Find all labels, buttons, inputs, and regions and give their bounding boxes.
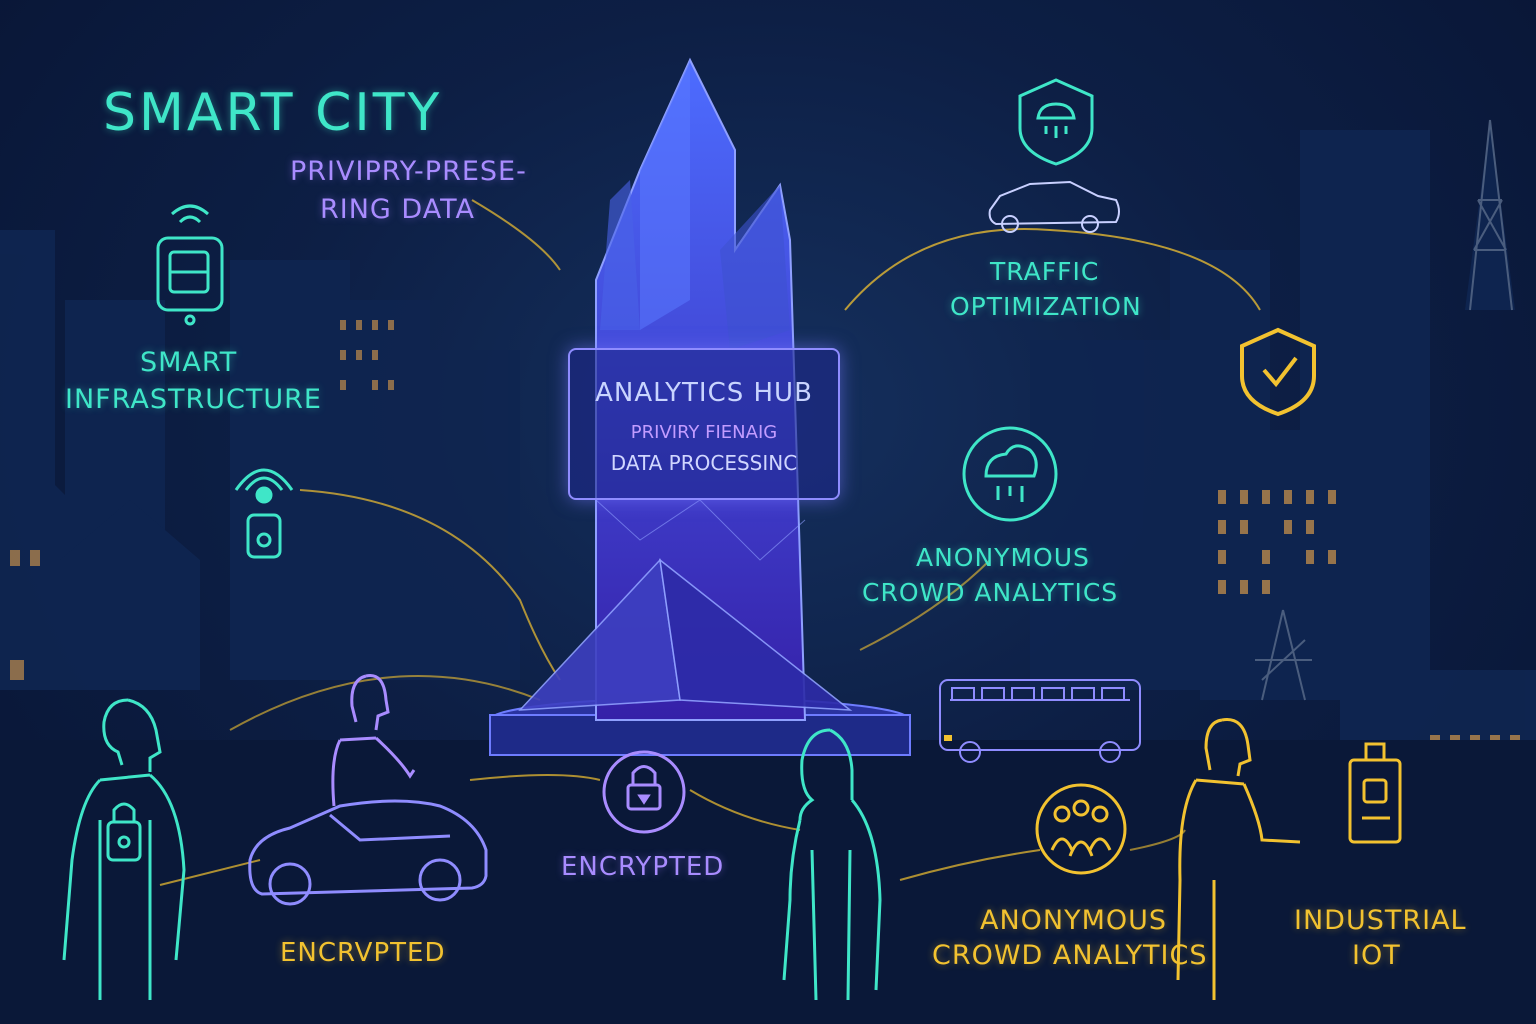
subtitle-line-2: RING DATA xyxy=(320,194,475,225)
encrypted-left-label: ENCRVPTED xyxy=(280,938,446,968)
padlock-icon xyxy=(602,750,686,834)
industrial-iot-label-1: INDUSTRIAL xyxy=(1294,905,1467,936)
industrial-iot-label-2: IOT xyxy=(1352,940,1401,971)
smart-infrastructure-label-1: SMART xyxy=(140,347,238,378)
smart-infrastructure-label-2: INFRASTRUCTURE xyxy=(65,384,322,415)
encrypted-center-label: ENCRYPTED xyxy=(561,852,725,882)
cloud-data-icon xyxy=(962,426,1058,522)
wireless-lock-icon xyxy=(234,468,294,559)
crowd-analytics-lower-2: CROWD ANALYTICS xyxy=(932,940,1208,971)
person-woman xyxy=(782,728,882,1001)
person-man-right xyxy=(1176,718,1301,1000)
crowd-analytics-upper-2: CROWD ANALYTICS xyxy=(862,578,1119,607)
traffic-label-1: TRAFFIC xyxy=(990,257,1100,286)
person-with-lock xyxy=(62,698,186,1000)
city-skyline-right xyxy=(1030,120,1536,810)
hub-subtitle: PRIVIRY FIENAIG xyxy=(630,422,778,443)
power-tower-icon xyxy=(1255,119,1513,701)
people-group-icon xyxy=(1035,783,1127,875)
subtitle-line-1: PRIVIPRY-PRESE- xyxy=(290,156,527,187)
analytics-hub-panel: ANALYTICS HUB PRIVIRY FIENAIG DATA PROCE… xyxy=(568,348,840,500)
bus-icon xyxy=(939,679,1141,763)
crowd-analytics-upper-1: ANONYMOUS xyxy=(916,543,1090,572)
person-in-car xyxy=(331,674,416,807)
ground xyxy=(0,740,1536,1024)
shield-cloud-icon xyxy=(1018,78,1094,166)
shield-check-icon xyxy=(1240,327,1316,417)
city-skyline-left xyxy=(0,230,520,690)
analytics-hub-tower xyxy=(489,57,911,756)
smart-device-icon xyxy=(156,204,224,326)
diagram-title: SMART CITY xyxy=(103,83,443,143)
crowd-analytics-lower-1: ANONYMOUS xyxy=(980,905,1168,936)
building-windows-left xyxy=(10,320,394,680)
hub-processing: DATA PROCESSINC xyxy=(610,451,798,475)
hub-title: ANALYTICS HUB xyxy=(595,378,813,408)
car-icon xyxy=(988,180,1120,233)
traffic-label-2: OPTIMIZATION xyxy=(950,292,1142,321)
iot-sensor-icon xyxy=(1348,742,1402,844)
car-vehicle xyxy=(248,799,488,906)
